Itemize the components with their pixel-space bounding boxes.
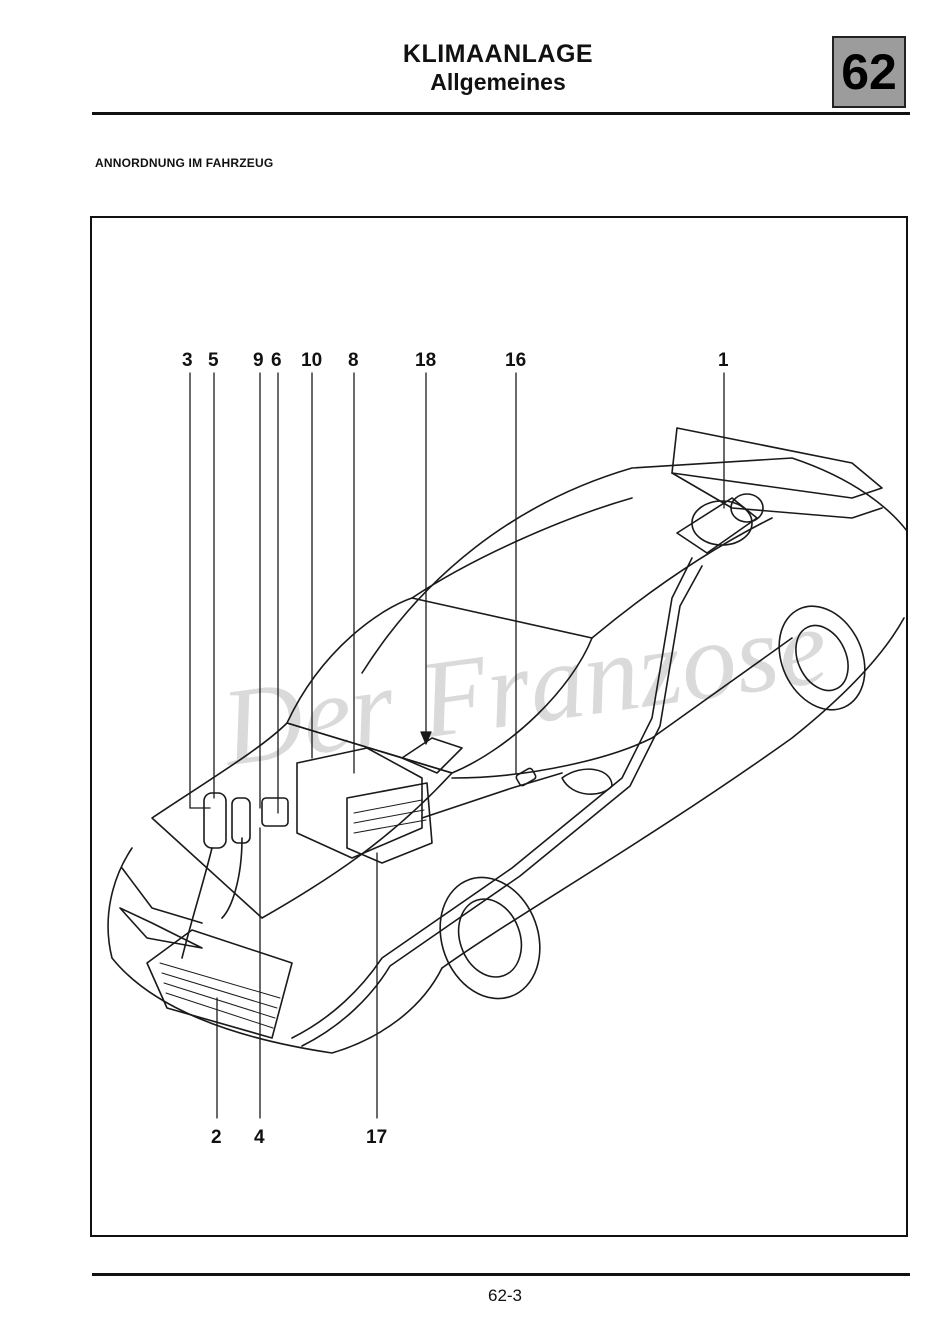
front-wheel (424, 863, 557, 1012)
page-title: KLIMAANLAGE (300, 40, 696, 69)
a-pillar-top (412, 498, 632, 598)
receiver-drier (204, 793, 226, 848)
callout-5: 5 (208, 350, 219, 371)
header-title-block: KLIMAANLAGE Allgemeines (300, 40, 696, 96)
section-heading: ANNORDNUNG IM FAHRZEUG (95, 156, 273, 170)
service-valve (515, 767, 537, 786)
pipe-evaporator-out (422, 773, 562, 818)
page-subtitle: Allgemeines (300, 69, 696, 96)
footer-rule (92, 1273, 910, 1276)
callout-3: 3 (182, 350, 193, 371)
car-ac-diagram: Der Franzose (92, 218, 906, 1235)
callout-2: 2 (211, 1127, 222, 1148)
heater-box-fins (354, 800, 426, 833)
callout-16: 16 (505, 350, 526, 371)
rear-deck (672, 473, 882, 518)
watermark-text: Der Franzose (213, 584, 834, 790)
pipe-drier-condenser (182, 848, 212, 958)
callout-4: 4 (254, 1127, 265, 1148)
callout-17: 17 (366, 1127, 387, 1148)
callout-8: 8 (348, 350, 359, 371)
callout-18: 18 (415, 350, 436, 371)
pipe-valve (222, 838, 242, 918)
header-rule (92, 112, 910, 115)
watermark: Der Franzose (213, 584, 834, 790)
expansion-valve (262, 798, 288, 826)
side-mirror (562, 769, 612, 794)
callout-1: 1 (718, 350, 729, 371)
callout-9: 9 (253, 350, 264, 371)
callout-10: 10 (301, 350, 322, 371)
page-number: 62-3 (440, 1286, 570, 1306)
condenser-fins (160, 963, 280, 1028)
pressure-switch (232, 798, 250, 843)
heater-box (347, 783, 432, 863)
front-wheel-hub (448, 890, 532, 986)
section-number-badge: 62 (832, 36, 906, 108)
callout-6: 6 (271, 350, 282, 371)
